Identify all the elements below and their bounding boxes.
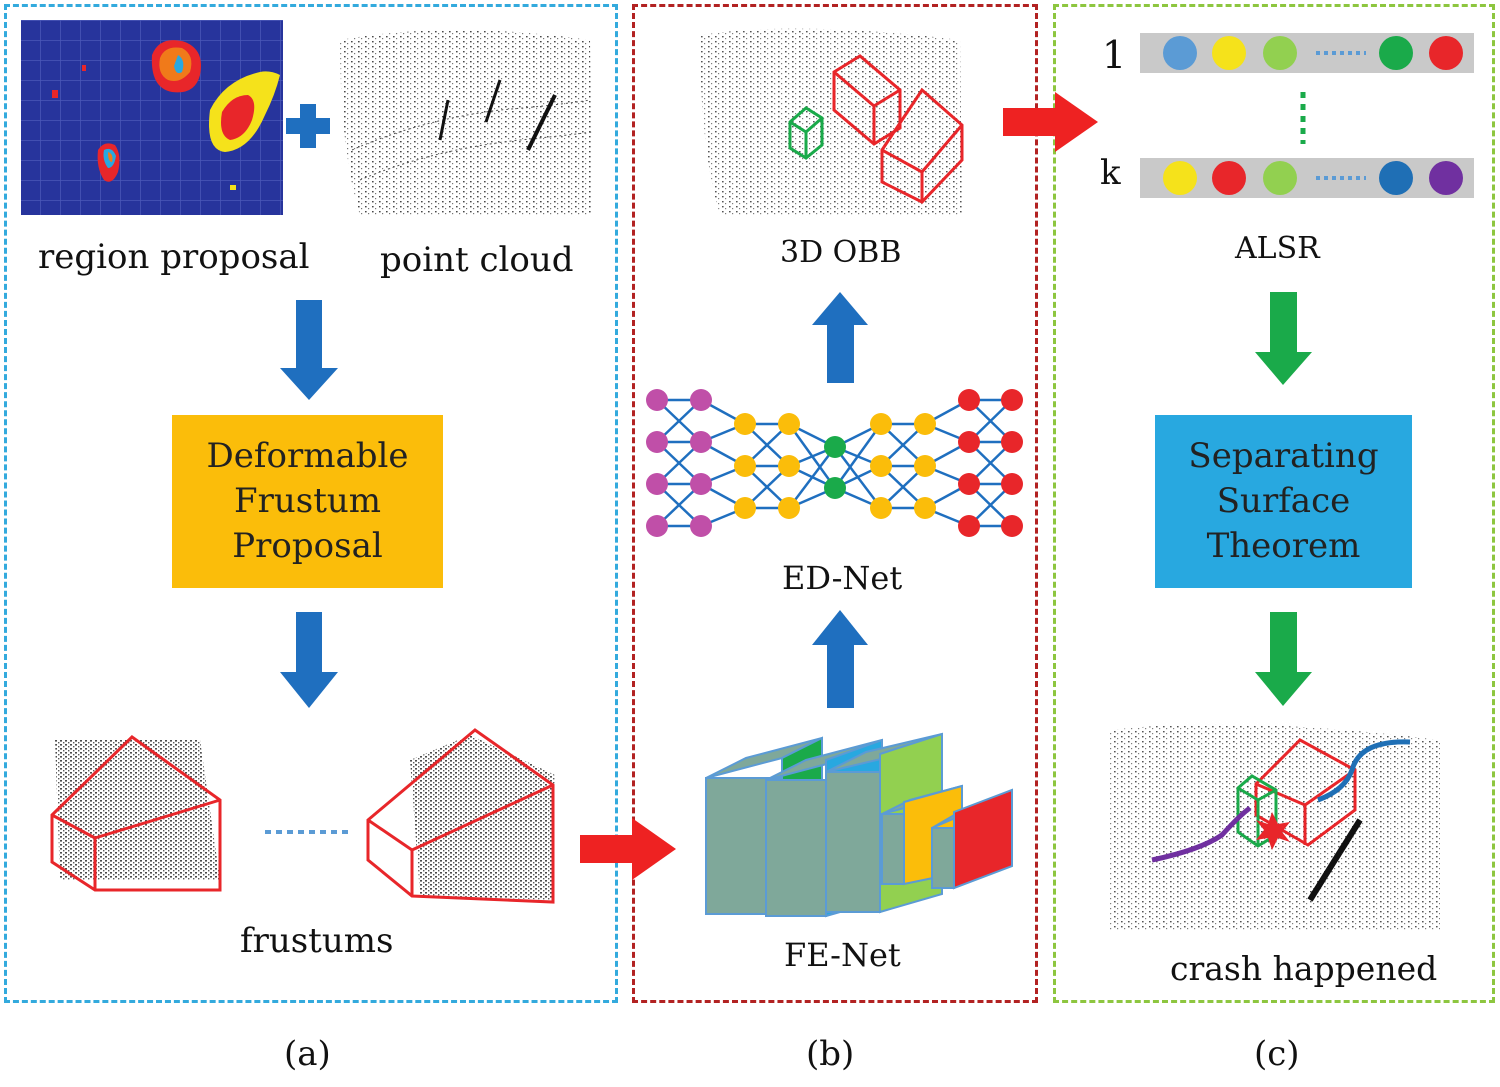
row-1-dot-5: [1429, 36, 1463, 70]
fenet-label: FE-Net: [784, 936, 901, 974]
row-k-dots: [1163, 161, 1463, 195]
caption-b: (b): [806, 1034, 855, 1074]
row-1-dot-2: [1212, 36, 1246, 70]
rank-first-label: 1: [1102, 33, 1127, 77]
green-arrow-2: [1255, 612, 1312, 706]
up-arrow-ednet: [812, 610, 868, 708]
obb-point-cloud: [700, 28, 964, 216]
region-proposal-image: [21, 20, 283, 215]
row-1-dot-1: [1163, 36, 1197, 70]
region-proposal-label: region proposal: [38, 237, 310, 277]
row-k-dot-2: [1212, 161, 1246, 195]
dfp-line-3: Proposal: [232, 526, 383, 566]
down-arrow-2: [280, 612, 338, 708]
fenet-blocks: [705, 732, 1013, 918]
sst-line-3: Theorem: [1206, 526, 1361, 566]
panel-b: [632, 4, 1038, 1003]
separating-surface-theorem-box: Separating Surface Theorem: [1155, 415, 1412, 588]
row-1-dot-4: [1379, 36, 1413, 70]
rank-last-label: k: [1100, 153, 1121, 193]
point-cloud-image: [340, 30, 593, 215]
row-k-dot-1: [1163, 161, 1197, 195]
caption-c: (c): [1254, 1034, 1300, 1074]
obb-label: 3D OBB: [780, 235, 902, 270]
panel-c: [1053, 4, 1495, 1003]
crash-scene-image: [1110, 724, 1440, 930]
frustum-2: [366, 728, 555, 904]
sst-line-1: Separating: [1188, 436, 1379, 476]
green-arrow-1: [1255, 292, 1312, 385]
dfp-line-1: Deformable: [206, 436, 409, 476]
red-arrow-b-to-c: [1003, 92, 1098, 152]
plus-icon: [286, 104, 330, 148]
row-1-dot-3: [1263, 36, 1297, 70]
point-cloud-label: point cloud: [380, 240, 574, 280]
row-k-dot-4: [1379, 161, 1413, 195]
sst-line-2: Surface: [1216, 481, 1351, 521]
panel-a: [4, 4, 618, 1003]
dfp-line-2: Frustum: [234, 481, 381, 521]
row-1-dots: [1163, 36, 1463, 70]
red-arrow-a-to-b: [580, 818, 676, 880]
deformable-frustum-proposal-box: Deformable Frustum Proposal: [172, 415, 443, 588]
ednet-label: ED-Net: [782, 559, 903, 597]
down-arrow-1: [280, 300, 338, 400]
frustums-label: frustums: [240, 921, 394, 961]
row-k-dot-3: [1263, 161, 1297, 195]
ednet-graph: [646, 389, 1023, 537]
crash-happened-label: crash happened: [1170, 949, 1438, 988]
caption-a: (a): [284, 1034, 331, 1074]
frustum-1: [50, 735, 222, 892]
alsr-label: ALSR: [1235, 231, 1320, 266]
up-arrow-obb: [812, 292, 868, 383]
row-k-dot-5: [1429, 161, 1463, 195]
